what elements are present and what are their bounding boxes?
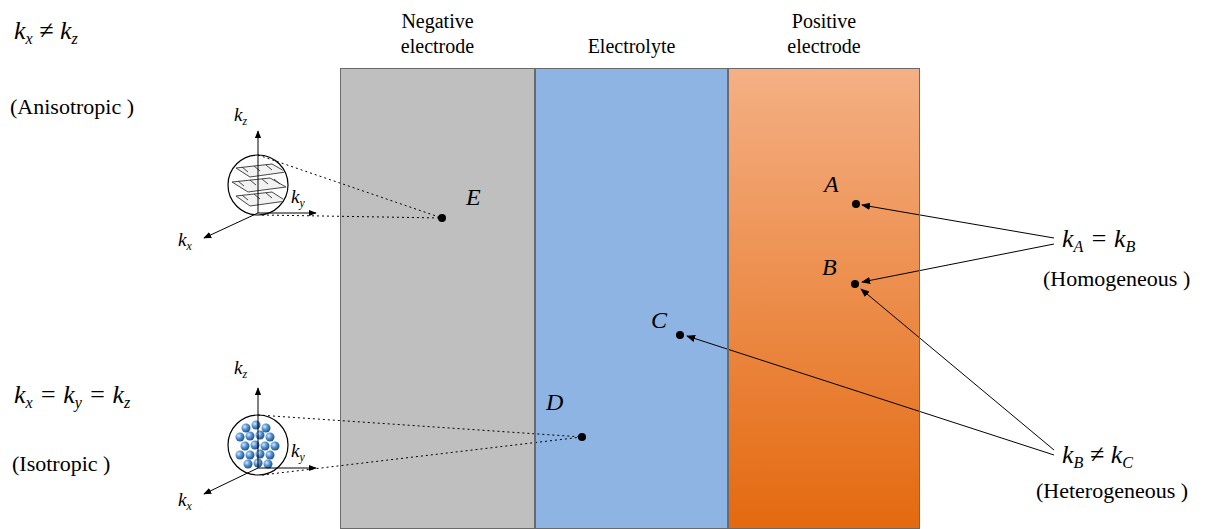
electrolyte-band: Electrolyte	[535, 68, 728, 529]
band-heading: Negative electrode	[368, 9, 508, 59]
zoom-lines	[258, 155, 582, 475]
band-heading: Electrolyte	[562, 34, 702, 59]
graphite-inset	[204, 131, 316, 238]
positive-fill	[728, 68, 920, 529]
property-name: (Isotropic )	[12, 451, 110, 476]
point-label: C	[651, 307, 667, 335]
property-name: (Homogeneous )	[1043, 266, 1190, 291]
point-label: D	[546, 389, 563, 417]
property-label: kB ≠ kC	[1062, 440, 1133, 471]
band-heading: Positive electrode	[754, 9, 894, 59]
positive-electrode-band: Positive electrode	[728, 68, 920, 529]
property-label: kx = ky = kz	[14, 380, 130, 411]
property-label: kx ≠ kz	[14, 16, 78, 47]
electrolyte-fill	[535, 68, 728, 529]
property-label: kA = kB	[1062, 224, 1135, 255]
axis-label: kz	[234, 357, 247, 380]
point-label: E	[466, 184, 481, 212]
axis-label: kx	[178, 489, 192, 512]
axis-label: ky	[291, 440, 305, 463]
points	[438, 200, 860, 441]
axis-label: kx	[178, 229, 192, 252]
property-name: (Anisotropic )	[10, 94, 134, 119]
negative-electrode-band: Negative electrode	[340, 68, 535, 529]
negative-fill	[340, 68, 535, 529]
axis-label: ky	[291, 186, 305, 209]
axis-label: kz	[234, 104, 247, 127]
particle-inset	[204, 388, 316, 494]
callout-arrows	[687, 205, 1054, 455]
point-label: A	[824, 171, 839, 199]
point-label: B	[822, 254, 837, 282]
property-name: (Heterogeneous )	[1036, 478, 1188, 503]
